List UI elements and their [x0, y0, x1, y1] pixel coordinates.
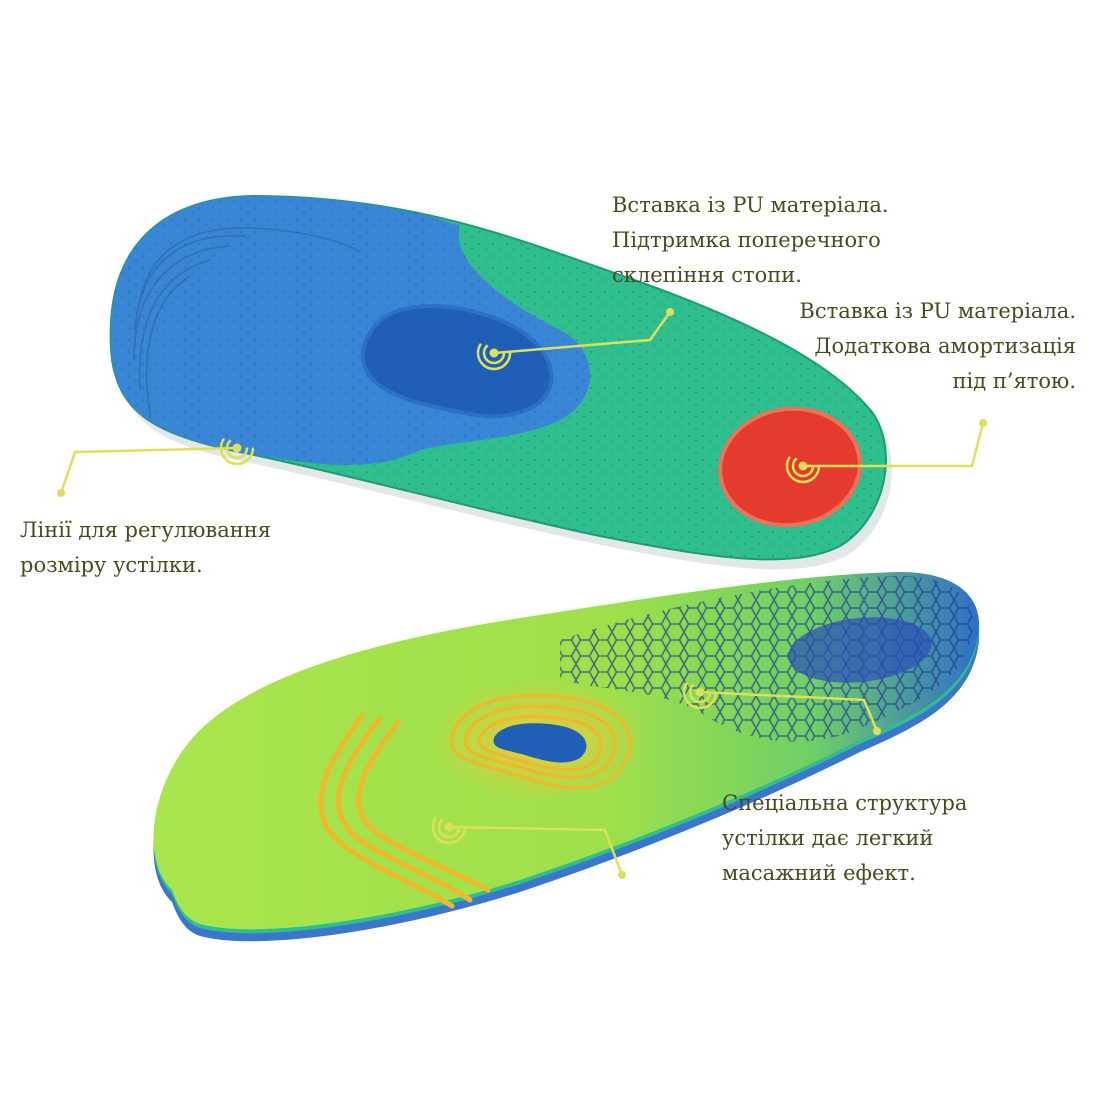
connector-lines — [59, 311, 985, 876]
callout-heel-line2: Додаткова амортизація — [814, 334, 1076, 358]
target-icon — [682, 674, 718, 710]
arch-contours — [450, 694, 631, 790]
callout-size-lines-line2: розміру устілки. — [20, 553, 203, 577]
connector-dots — [57, 308, 987, 879]
target-icon — [431, 809, 467, 845]
callout-massage-line3: масажний ефект. — [722, 861, 916, 885]
target-icon — [476, 335, 512, 371]
callout-massage-line2: устілки дає легкий — [722, 826, 934, 850]
callout-arch-support: Вставка із PU матеріала. Підтримка попер… — [612, 188, 889, 293]
callout-massage-structure: Спеціальна структура устілки дає легкий … — [722, 786, 967, 891]
callout-massage-line1: Спеціальна структура — [722, 791, 968, 815]
insole-top-view — [153, 572, 980, 942]
callout-heel-cushion: Вставка із PU матеріала. Додаткова аморт… — [799, 294, 1076, 399]
callout-heel-line1: Вставка із PU матеріала. — [799, 299, 1076, 323]
heel-insert — [718, 406, 862, 528]
callout-size-lines-line1: Лінії для регулювання — [20, 518, 271, 542]
callout-heel-line3: під п’ятою. — [952, 369, 1076, 393]
target-icon — [785, 448, 821, 484]
callout-arch-line3: склепіння стопи. — [612, 263, 802, 287]
massage-lines — [318, 713, 491, 909]
insole-bottom-view — [109, 194, 892, 570]
callout-arch-line2: Підтримка поперечного — [612, 228, 881, 252]
callout-arch-line1: Вставка із PU матеріала. — [612, 193, 889, 217]
target-icon — [219, 430, 255, 466]
callout-size-lines: Лінії для регулювання розміру устілки. — [20, 513, 271, 583]
